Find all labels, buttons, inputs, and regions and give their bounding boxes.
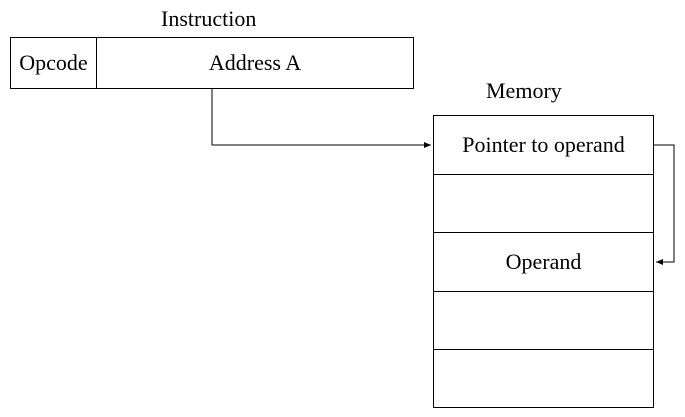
memory-cell-label: Pointer to operand [462,132,625,157]
memory-cell-label: Operand [505,249,582,274]
address-field: Address A [96,37,414,89]
instruction-title: Instruction [161,6,257,31]
memory-title: Memory [486,78,562,103]
memory-cell-pointer: Pointer to operand [433,115,654,175]
memory-cell-operand: Operand [433,232,654,292]
memory-cell-empty [433,291,654,350]
memory-cell-empty [433,349,654,408]
opcode-label: Opcode [19,50,88,75]
address-to-pointer-arrow [211,89,431,148]
pointer-to-operand-arrow [654,144,675,265]
opcode-field: Opcode [10,37,97,89]
address-label: Address A [208,50,302,75]
memory-cell-empty [433,174,654,233]
